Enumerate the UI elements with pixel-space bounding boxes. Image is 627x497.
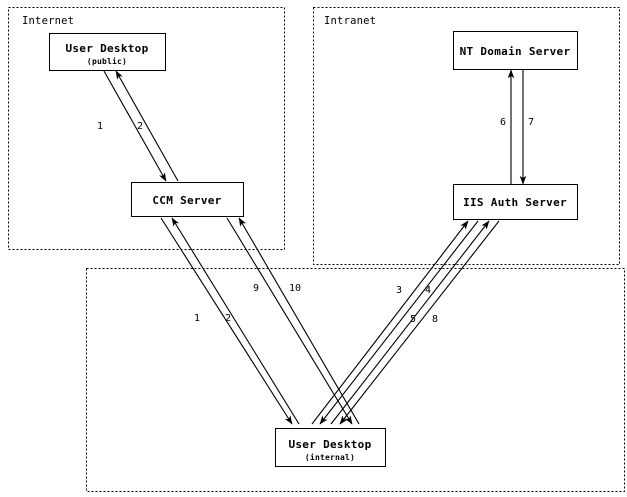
flow-line-step-2-internal <box>171 217 300 425</box>
node-subtitle-user-desktop-public: (public) <box>87 56 127 66</box>
node-title-user-desktop-public: User Desktop <box>65 42 148 55</box>
step-label-1-public: 1 <box>97 121 103 132</box>
step-label-1-internal: 1 <box>194 313 200 324</box>
step-label-3: 3 <box>396 285 402 296</box>
node-iis-auth-server[interactable]: IIS Auth Server <box>452 183 579 221</box>
step-label-2-public: 2 <box>137 121 143 132</box>
node-box-ccm-server[interactable] <box>130 181 245 218</box>
flow-line-step-10 <box>238 217 360 425</box>
node-title-nt-domain-server: NT Domain Server <box>460 45 571 58</box>
node-subtitle-user-desktop-internal: (internal) <box>305 452 355 462</box>
step-label-9: 9 <box>253 283 259 294</box>
flow-iis-nt <box>507 69 527 185</box>
flow-internal-desktop-ccm-910 <box>226 217 360 425</box>
node-user-desktop-public[interactable]: User Desktop (public) <box>48 32 167 72</box>
node-box-iis-auth-server[interactable] <box>452 183 579 221</box>
node-title-iis-auth-server: IIS Auth Server <box>463 196 567 209</box>
node-box-nt-domain-server[interactable] <box>452 30 579 71</box>
zone-internal-boundary <box>86 268 625 492</box>
step-labels: 1 2 1 2 3 4 5 8 6 7 9 10 <box>97 117 534 325</box>
step-label-6: 6 <box>500 117 506 128</box>
step-label-5: 5 <box>410 314 416 325</box>
node-box-user-desktop-public[interactable] <box>48 32 167 72</box>
step-label-8: 8 <box>432 314 438 325</box>
node-title-user-desktop-internal: User Desktop <box>288 438 371 451</box>
step-label-10: 10 <box>289 283 301 294</box>
node-user-desktop-internal[interactable]: User Desktop (internal) <box>274 427 387 468</box>
flow-line-step-2-public <box>115 70 179 182</box>
flow-internal-desktop-iis-34 <box>311 220 479 425</box>
flow-line-step-5 <box>330 220 490 425</box>
flow-internal-desktop-ccm-12 <box>160 217 300 425</box>
flow-line-step-1-internal <box>160 217 293 425</box>
step-label-7: 7 <box>528 117 534 128</box>
flow-line-step-1-public <box>103 70 167 182</box>
zone-boundaries <box>8 7 625 492</box>
node-box-user-desktop-internal[interactable] <box>274 427 387 468</box>
flow-line-step-8 <box>339 220 500 425</box>
flow-public-desktop-ccm <box>103 70 179 182</box>
step-label-2-internal: 2 <box>225 313 231 324</box>
flow-internal-desktop-iis-58 <box>330 220 500 425</box>
zone-intranet-boundary <box>313 7 620 265</box>
zone-label-intranet: Intranet <box>324 15 376 27</box>
zone-internet-boundary <box>8 7 285 250</box>
step-label-4: 4 <box>425 285 431 296</box>
node-ccm-server[interactable]: CCM Server <box>130 181 245 218</box>
node-nt-domain-server[interactable]: NT Domain Server <box>452 30 579 71</box>
flow-line-step-4 <box>319 220 479 425</box>
zone-label-internet: Internet <box>22 15 74 27</box>
node-title-ccm-server: CCM Server <box>152 194 221 207</box>
flow-line-step-9 <box>226 217 353 425</box>
flow-line-step-3 <box>311 220 469 425</box>
